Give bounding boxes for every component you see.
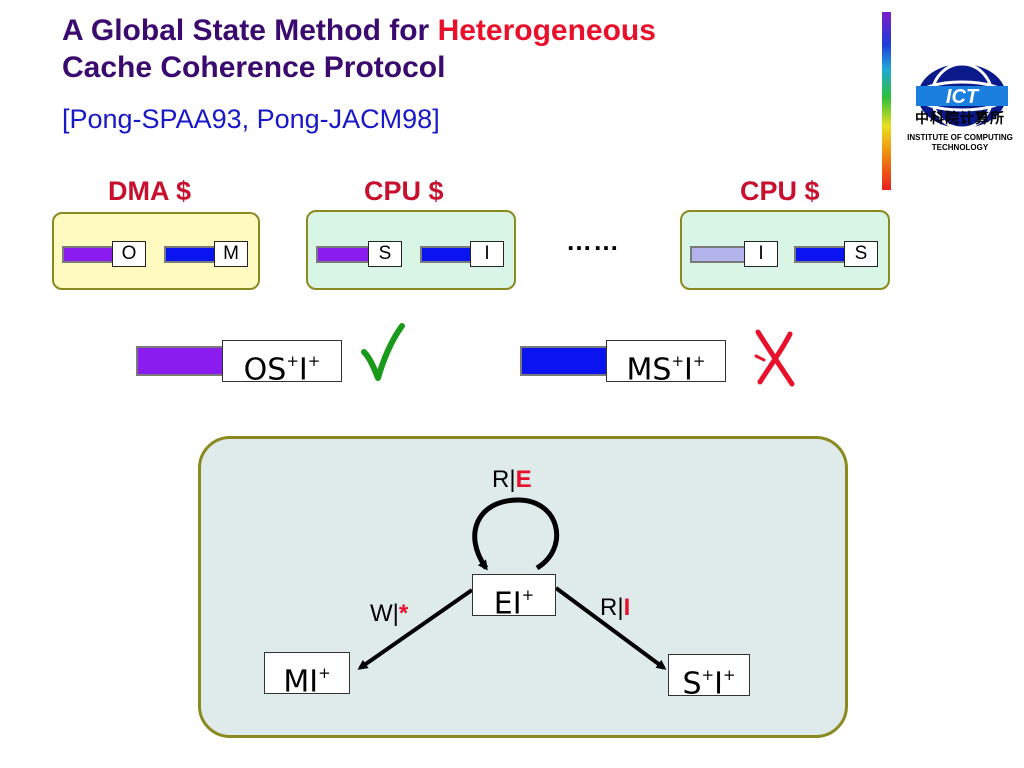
- state-i: I: [470, 241, 504, 267]
- node-mi: MI+: [264, 652, 350, 700]
- title-highlight: Heterogeneous: [437, 14, 656, 47]
- node-sup: +: [701, 666, 715, 684]
- logo-english-line2: TECHNOLOGY: [931, 143, 989, 152]
- logo-mark: ICT: [946, 86, 980, 108]
- logo-english: INSTITUTE OF COMPUTING TECHNOLOGY: [896, 133, 1024, 153]
- state-part: I: [684, 352, 693, 388]
- node-sup: +: [521, 586, 535, 604]
- dma-cache: O M: [52, 212, 260, 290]
- state-sup: +: [286, 352, 299, 370]
- arrow-to-si: [554, 586, 667, 670]
- edge-event: W: [370, 600, 393, 627]
- edge-label-to-si: R|I: [600, 594, 630, 622]
- state-sup: +: [692, 352, 706, 370]
- state-m: M: [214, 241, 248, 267]
- logo-english-line1: INSTITUTE OF COMPUTING: [907, 133, 1013, 142]
- node-label: I: [714, 666, 723, 702]
- cpu-cache-title-2: CPU $: [740, 176, 820, 206]
- cpu-cache-1: S I: [306, 210, 516, 290]
- node-sup: +: [318, 664, 331, 682]
- edge-sep: |: [509, 466, 516, 493]
- edge-event: R: [600, 594, 618, 621]
- cross-icon: [754, 329, 795, 387]
- edge-result: E: [515, 466, 532, 493]
- edge-event: R: [492, 466, 510, 493]
- state-sup: +: [307, 352, 321, 370]
- node-si: S+I+: [668, 654, 750, 702]
- title-text: A Global State Method for: [62, 14, 438, 47]
- edge-result: I: [623, 594, 631, 621]
- edge-sep: |: [392, 600, 399, 627]
- state-s: S: [844, 241, 878, 267]
- node-ei: EI+: [472, 574, 556, 622]
- check-icon: [361, 323, 405, 381]
- node-sup: +: [722, 666, 736, 684]
- node-label: S: [682, 666, 702, 702]
- edge-label-self-loop: R|E: [492, 466, 532, 494]
- state-part: OS: [243, 352, 287, 388]
- title-line2: Cache Coherence Protocol: [62, 51, 446, 84]
- edge-label-to-mi: W|*: [370, 600, 408, 628]
- cpu-cache-title-1: CPU $: [364, 176, 444, 206]
- state-sup: +: [671, 352, 685, 370]
- logo-chinese: 中科院计算所: [915, 111, 1005, 127]
- state-o: O: [112, 241, 146, 267]
- node-label: EI: [493, 586, 522, 622]
- citation: [Pong-SPAA93, Pong-JACM98]: [62, 104, 440, 134]
- edge-sep: |: [617, 594, 624, 621]
- global-state-os-i: OS+I+: [222, 340, 342, 388]
- node-label: MI: [283, 664, 319, 700]
- state-s: S: [368, 241, 402, 267]
- self-loop-arrow: [472, 497, 560, 571]
- arrow-to-mi: [357, 588, 474, 670]
- rainbow-bar: [882, 12, 891, 190]
- edge-result: *: [398, 600, 409, 627]
- ellipsis: ……: [566, 226, 620, 256]
- global-state-ms-i: MS+I+: [606, 340, 726, 388]
- state-part: MS: [626, 352, 672, 388]
- dma-cache-title: DMA $: [108, 176, 192, 206]
- state-i: I: [744, 241, 778, 267]
- cpu-cache-2: I S: [680, 210, 890, 290]
- ict-logo: ICT: [916, 62, 1008, 130]
- state-part: I: [298, 352, 308, 388]
- slide-title: A Global State Method for Heterogeneous …: [62, 12, 882, 86]
